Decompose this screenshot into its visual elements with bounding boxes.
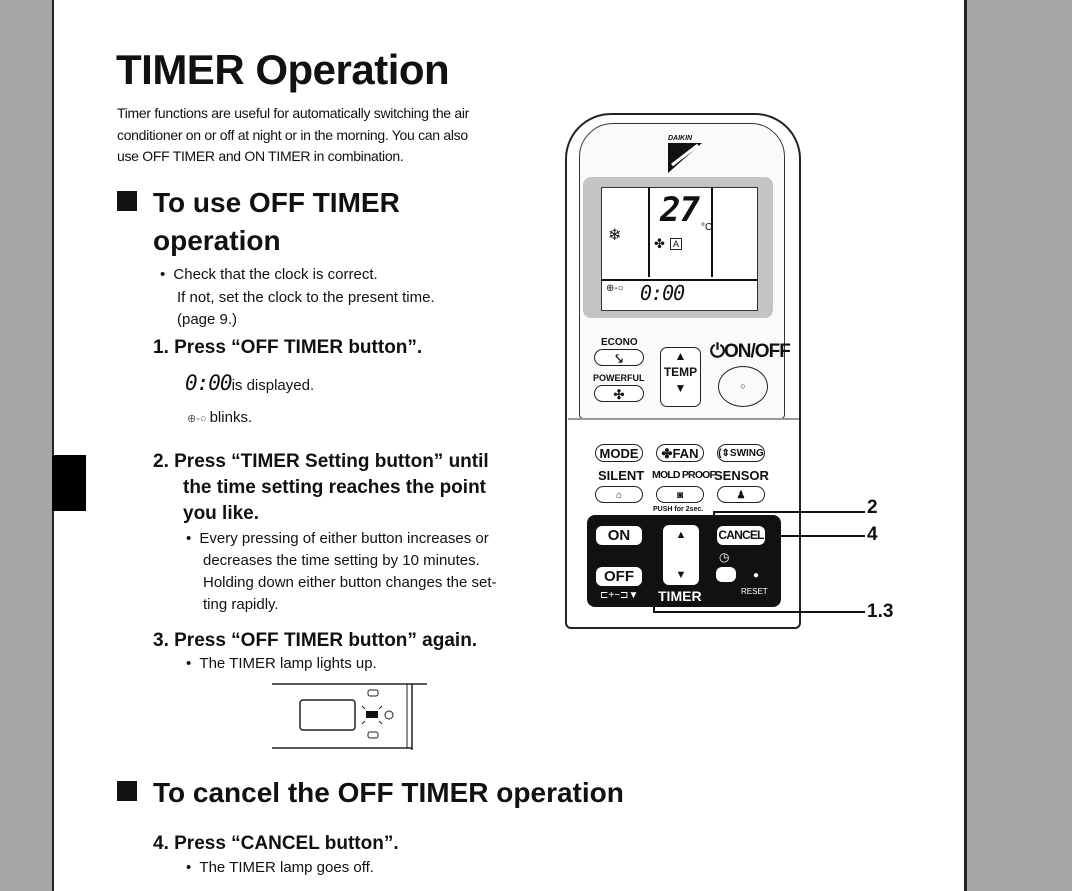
onoff-button[interactable]: ○ bbox=[718, 366, 768, 407]
step-4-bullet: • The TIMER lamp goes off. bbox=[186, 859, 374, 876]
on-timer-button[interactable]: ON bbox=[596, 526, 642, 545]
intro-text: Timer functions are useful for automatic… bbox=[117, 103, 469, 168]
swing-button[interactable]: (⇕SWING bbox=[717, 444, 765, 462]
mode-button[interactable]: MODE bbox=[595, 444, 643, 462]
fan-button[interactable]: ✤FAN bbox=[656, 444, 704, 462]
section-heading-off-timer: To use OFF TIMER bbox=[117, 187, 400, 219]
clock-icon: ◷ bbox=[719, 550, 730, 564]
step-3-bullet: • The TIMER lamp lights up. bbox=[186, 655, 377, 672]
sensor-label: SENSOR bbox=[714, 468, 769, 483]
step-2-bullet: • Every pressing of either button increa… bbox=[186, 530, 497, 613]
clock-button[interactable] bbox=[716, 567, 736, 582]
blink-note: ⊕-○ blinks. bbox=[187, 409, 253, 426]
lcd-clock: 0:00 bbox=[640, 281, 685, 305]
fan-auto-indicator: A bbox=[670, 238, 683, 250]
temp-button[interactable]: ▲TEMP▼ bbox=[660, 347, 701, 407]
battery-icon: ⊏+−⊐▼ bbox=[600, 590, 639, 601]
onoff-label: ⏻ON/OFF bbox=[710, 341, 791, 362]
timer-label: TIMER bbox=[658, 588, 702, 604]
step-2: 2. Press “TIMER Setting button” until th… bbox=[153, 451, 489, 524]
callout-1-3: 1.3 bbox=[867, 601, 894, 622]
step-4: 4. Press “CANCEL button”. bbox=[153, 833, 399, 854]
silent-label: SILENT bbox=[598, 468, 645, 483]
intro-line: Timer functions are useful for automatic… bbox=[117, 105, 470, 121]
reset-label: RESET bbox=[741, 587, 768, 596]
econo-label: ECONO bbox=[601, 337, 638, 348]
timer-indicator-icon: ⊕-○ bbox=[606, 283, 624, 294]
pre-bullet: • Check that the clock is correct. If no… bbox=[160, 266, 435, 328]
timer-lamp-figure bbox=[272, 683, 427, 750]
daikin-logo: DAIKIN bbox=[668, 135, 693, 142]
lcd-temperature: 27 bbox=[660, 190, 700, 230]
page-title: TIMER Operation bbox=[116, 46, 450, 93]
timer-setting-button[interactable]: ▲▼ bbox=[663, 525, 699, 585]
callout-4: 4 bbox=[867, 524, 878, 545]
reset-hole-icon: ● bbox=[753, 570, 760, 581]
mold-proof-label: MOLD PROOF bbox=[652, 469, 716, 481]
timer-symbol-icon: ⊕-○ bbox=[187, 413, 210, 425]
display-note: 0:00is displayed. bbox=[185, 371, 315, 395]
powerful-label: POWERFUL bbox=[593, 373, 645, 383]
chapter-tab bbox=[52, 455, 86, 511]
mold-proof-button[interactable]: ◙ bbox=[656, 486, 704, 503]
fan-icon: ✤ bbox=[654, 236, 665, 251]
sensor-button[interactable]: ♟ bbox=[717, 486, 765, 503]
cancel-button[interactable]: CANCEL bbox=[717, 526, 765, 545]
push-note: PUSH for 2sec. bbox=[653, 506, 704, 513]
step-1: 1. Press “OFF TIMER button”. bbox=[153, 337, 423, 358]
silent-button[interactable]: ⌂ bbox=[595, 486, 643, 503]
step-3: 3. Press “OFF TIMER button” again. bbox=[153, 630, 478, 651]
daikin-logo-mark bbox=[668, 143, 702, 173]
callout-2: 2 bbox=[867, 497, 878, 518]
econo-button[interactable]: ⤥ bbox=[594, 349, 644, 366]
document-page bbox=[52, 0, 967, 891]
cool-mode-icon: ❄ bbox=[608, 227, 622, 244]
intro-line: conditioner on or off at night or in the… bbox=[117, 126, 468, 143]
section-heading-cancel: To cancel the OFF TIMER operation bbox=[117, 777, 624, 809]
off-timer-button[interactable]: OFF bbox=[596, 567, 642, 586]
intro-line: use OFF TIMER and ON TIMER in combinatio… bbox=[117, 148, 404, 164]
lcd-unit: °C bbox=[701, 222, 713, 233]
powerful-button[interactable]: ✣ bbox=[594, 385, 644, 402]
section-heading-off-timer-line2: operation bbox=[153, 225, 281, 256]
